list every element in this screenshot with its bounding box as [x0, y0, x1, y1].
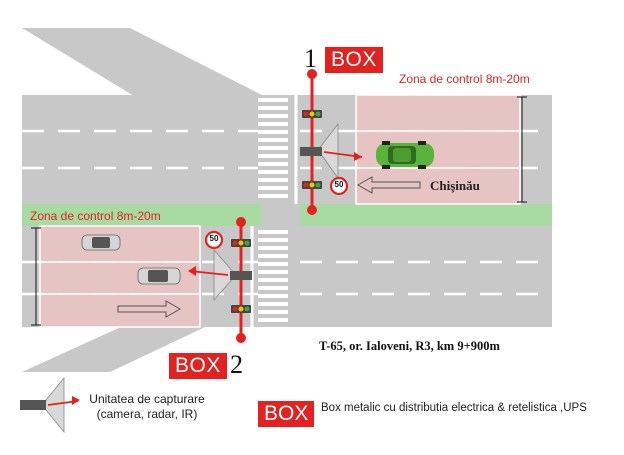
car-icon: [81, 234, 121, 251]
traffic-light-icon: [302, 181, 322, 189]
speed-limit-sign-icon: [204, 230, 224, 250]
camera-icon: [188, 248, 252, 302]
traffic-light-icon: [302, 110, 322, 118]
crosswalk: [258, 98, 288, 322]
traffic-light-icon: [231, 305, 251, 313]
camera-icon: [300, 122, 363, 180]
zone-dimension-left: [31, 227, 41, 326]
speed-limit-value: 50: [334, 180, 344, 189]
speed-limit-value: 50: [209, 234, 219, 243]
direction-arrow-icon: [117, 176, 421, 318]
zone-label-bottom: Zona de control 8m-20m: [30, 209, 161, 223]
green-strip-left: [22, 204, 262, 226]
zone-dimension-right: [517, 96, 527, 203]
location-label: T-65, or. Ialoveni, R3, km 9+900m: [319, 339, 500, 353]
zone-label-top: Zona de control 8m-20m: [399, 72, 530, 86]
legend-box-description: Box metalic cu distributia electrica & r…: [321, 402, 587, 414]
box-2-label: BOX: [169, 353, 227, 379]
legend-camera-title: Unitatea de capturare: [89, 392, 205, 406]
traffic-light-icon: [231, 239, 251, 247]
car-icon: [137, 267, 181, 285]
legend-camera-icon: [20, 376, 80, 434]
box-2-number: 2: [230, 350, 243, 379]
car-icon: [376, 141, 434, 169]
legend-box-label: BOX: [258, 401, 315, 427]
legend-camera-detail: (camera, radar, IR): [96, 407, 198, 421]
green-strip-right: [300, 204, 552, 226]
speed-limit-sign-icon: [329, 176, 349, 196]
box-1-number: 1: [304, 44, 317, 73]
box-1-label: BOX: [325, 47, 383, 73]
direction-label: Chişinău: [430, 178, 480, 193]
